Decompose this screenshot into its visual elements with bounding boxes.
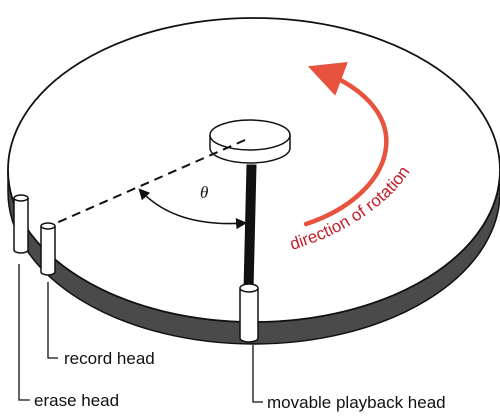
- erase-head: [13, 194, 29, 254]
- reference-dashed-line: [44, 139, 246, 229]
- erase-head-leader: [18, 264, 30, 401]
- record-head-label: record head: [64, 349, 155, 368]
- playback-head-leader: [252, 345, 263, 403]
- rotation-arrow: [303, 61, 389, 227]
- playback-head-label: movable playback head: [267, 393, 446, 412]
- angle-arc: [138, 188, 248, 230]
- record-head-leader: [47, 282, 58, 359]
- record-head: [40, 222, 56, 276]
- theta-label: θ: [200, 183, 208, 202]
- center-hub: [209, 119, 291, 164]
- erase-head-label: erase head: [34, 391, 119, 410]
- playback-head: [239, 283, 259, 343]
